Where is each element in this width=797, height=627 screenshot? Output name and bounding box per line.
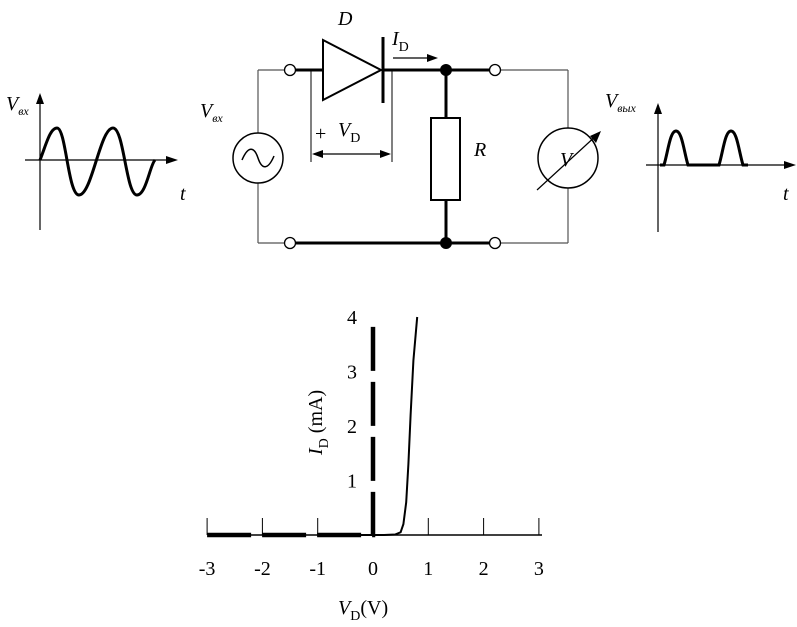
y-tick-label: 4	[347, 307, 357, 329]
diode-triangle	[322, 38, 384, 102]
current-arrow-head	[427, 54, 438, 62]
ac-source-tilde	[241, 148, 275, 168]
vd-arrow-left	[312, 150, 323, 158]
input-sine-wave	[38, 126, 157, 197]
output-y-arrowhead	[654, 103, 662, 114]
vd-arrow-right	[380, 150, 391, 158]
voltmeter-needle-head	[590, 131, 601, 143]
terminal-in-top	[283, 63, 297, 77]
input-waveform: Vвх t	[6, 93, 186, 230]
output-x-arrowhead	[784, 161, 796, 169]
y-tick-label: 1	[347, 471, 357, 493]
x-tick-label: -3	[199, 558, 216, 580]
output-waveform: Vвых t	[605, 90, 796, 232]
terminal-in-bottom	[283, 236, 297, 250]
x-tick-label: -1	[309, 558, 326, 580]
resistor-label: R	[473, 139, 486, 161]
node-top	[440, 64, 452, 76]
voltmeter-needle	[536, 133, 599, 191]
diode-label: D	[337, 8, 353, 30]
terminal-out-bottom	[488, 236, 502, 250]
chart-series	[207, 316, 419, 538]
input-wave-ylabel: Vвх	[6, 93, 29, 118]
resistor	[430, 117, 461, 201]
x-tick-label: 0	[368, 558, 378, 580]
voltmeter: V	[536, 127, 601, 191]
circuit: D ID Vвх + VD R V	[200, 8, 601, 250]
input-wave-xlabel: t	[180, 183, 186, 205]
output-wave-ylabel: Vвых	[605, 90, 637, 115]
ac-source	[232, 132, 284, 184]
diode-symbol	[322, 37, 385, 103]
iv-series-1	[207, 317, 376, 538]
x-tick-label: -2	[254, 558, 271, 580]
output-half-wave	[660, 129, 748, 167]
x-tick-label: 3	[534, 558, 544, 580]
chart-xlabel: VD(V)	[338, 597, 388, 624]
output-wave-xlabel: t	[783, 183, 789, 205]
voltmeter-label: V	[560, 149, 575, 171]
vd-plus: +	[315, 123, 326, 145]
input-y-arrowhead	[36, 93, 44, 104]
terminal-out-top	[488, 63, 502, 77]
y-tick-label: 2	[347, 416, 357, 438]
vin-label: Vвх	[200, 100, 223, 125]
chart-ylabel: ID (mA)	[305, 390, 332, 456]
vd-label: VD	[338, 119, 360, 146]
current-label: ID	[391, 28, 409, 55]
y-tick-labels: 1 2 3 4	[347, 307, 357, 493]
x-tick-labels: -3 -2 -1 0 1 2 3	[199, 558, 544, 580]
input-x-arrowhead	[166, 156, 178, 164]
voltmeter-circle	[537, 127, 599, 189]
node-bottom	[440, 237, 452, 249]
iv-series-2	[356, 316, 419, 536]
iv-chart: -3 -2 -1 0 1 2 3 1 2 3 4 ID (mA) VD(V)	[199, 307, 544, 624]
x-tick-label: 2	[479, 558, 489, 580]
x-tick-label: 1	[423, 558, 433, 580]
y-tick-label: 3	[347, 362, 357, 384]
